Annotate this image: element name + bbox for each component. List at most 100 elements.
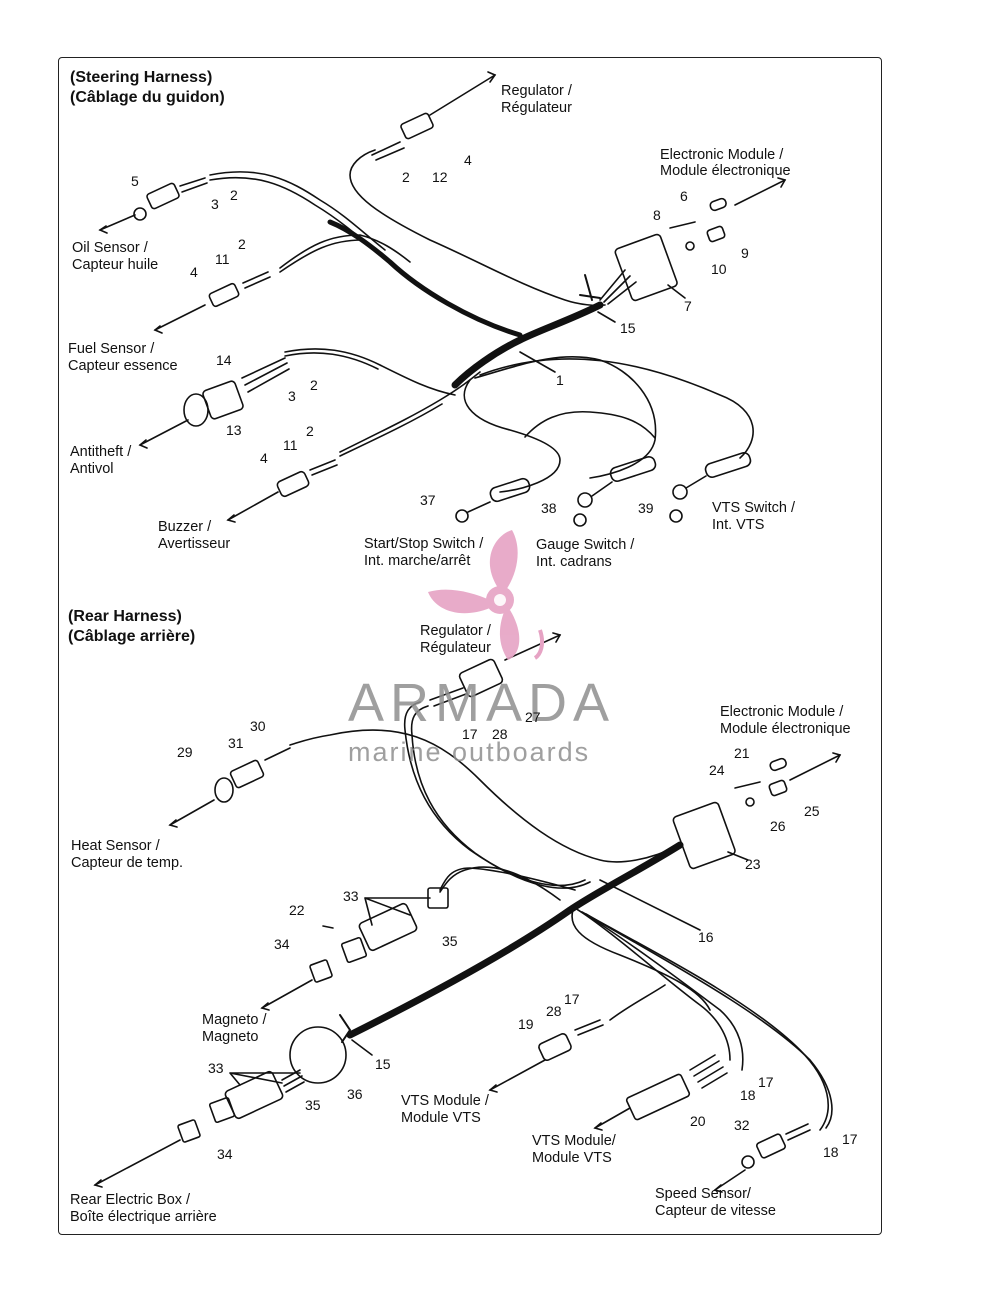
callout-9: 9: [741, 245, 749, 261]
callout-28: 28: [546, 1003, 562, 1019]
callout-21: 21: [734, 745, 750, 761]
callout-36: 36: [347, 1086, 363, 1102]
callout-39: 39: [638, 500, 654, 516]
watermark-brand: ARMADA: [348, 673, 616, 733]
label-vts-switch-en: VTS Switch /: [712, 500, 795, 516]
callout-38: 38: [541, 500, 557, 516]
callout-24: 24: [709, 762, 725, 778]
callout-15: 15: [375, 1056, 391, 1072]
label-em-en: Electronic Module /: [660, 147, 784, 163]
callout-2: 2: [310, 377, 318, 393]
label-start-en: Start/Stop Switch /: [364, 536, 484, 552]
label-vts-module-a-fr: Module VTS: [401, 1110, 481, 1126]
label-box-en: Rear Electric Box /: [70, 1192, 191, 1208]
label-rear-em-fr: Module électronique: [720, 721, 851, 737]
callout-14: 14: [216, 352, 232, 368]
label-speed-fr: Capteur de vitesse: [655, 1203, 776, 1219]
steering-title-fr: (Câblage du guidon): [70, 89, 225, 106]
callout-4: 4: [464, 152, 472, 168]
diagram-frame: [58, 57, 882, 1235]
callout-10: 10: [711, 261, 727, 277]
label-antitheft-en: Antitheft /: [70, 444, 132, 460]
label-rear-regulator-fr: Régulateur: [420, 640, 491, 656]
label-box-fr: Boîte électrique arrière: [70, 1209, 217, 1225]
label-magneto-en: Magneto /: [202, 1012, 267, 1028]
label-gauge-fr: Int. cadrans: [536, 554, 612, 570]
callout-25: 25: [804, 803, 820, 819]
label-em-fr: Module électronique: [660, 163, 791, 179]
label-fuel-en: Fuel Sensor /: [68, 341, 155, 357]
rear-title-fr: (Câblage arrière): [68, 628, 196, 645]
callout-17: 17: [564, 991, 580, 1007]
callout-23: 23: [745, 856, 761, 872]
label-vts-module-a-en: VTS Module /: [401, 1093, 489, 1109]
label-fuel-fr: Capteur essence: [68, 358, 178, 374]
callout-34: 34: [274, 936, 290, 952]
callout-12: 12: [432, 169, 448, 185]
label-start-fr: Int. marche/arrêt: [364, 553, 471, 569]
label-vts-switch-fr: Int. VTS: [712, 517, 765, 533]
callout-31: 31: [228, 735, 244, 751]
label-vts-module-b-fr: Module VTS: [532, 1150, 612, 1166]
callout-28: 28: [492, 726, 508, 742]
label-rear-regulator-en: Regulator /: [420, 623, 491, 639]
steering-title-en: (Steering Harness): [70, 69, 213, 86]
label-magneto-fr: Magneto: [202, 1029, 259, 1045]
label-heat-en: Heat Sensor /: [71, 838, 160, 854]
label-oil-fr: Capteur huile: [72, 257, 159, 273]
label-buzzer-en: Buzzer /: [158, 519, 212, 535]
label-oil-en: Oil Sensor /: [72, 240, 148, 256]
label-antitheft-fr: Antivol: [70, 461, 114, 477]
callout-3: 3: [288, 388, 296, 404]
armada-logo: [428, 530, 545, 660]
steering-bundle-upper: [327, 219, 523, 338]
callout-33: 33: [343, 888, 359, 904]
callout-2: 2: [238, 236, 246, 252]
label-rear-em-en: Electronic Module /: [720, 704, 844, 720]
callout-19: 19: [518, 1016, 534, 1032]
callout-11: 11: [215, 251, 230, 267]
steering-main-bundle: [451, 301, 604, 389]
callout-20: 20: [690, 1113, 706, 1129]
callout-3: 3: [211, 196, 219, 212]
rear-main-bundle: [346, 841, 684, 1039]
callout-16: 16: [698, 929, 714, 945]
callout-1: 1: [556, 372, 564, 388]
label-buzzer-fr: Avertisseur: [158, 536, 231, 552]
callout-30: 30: [250, 718, 266, 734]
callout-35: 35: [305, 1097, 321, 1113]
callout-13: 13: [226, 422, 242, 438]
callout-17: 17: [758, 1074, 774, 1090]
callout-33: 33: [208, 1060, 224, 1076]
callout-5: 5: [131, 173, 139, 189]
callout-35: 35: [442, 933, 458, 949]
callout-7: 7: [684, 298, 692, 314]
watermark-tagline: marine outboards: [348, 737, 591, 767]
callout-26: 26: [770, 818, 786, 834]
callout-4: 4: [260, 450, 268, 466]
callout-18: 18: [740, 1087, 756, 1103]
callout-18: 18: [823, 1144, 839, 1160]
label-vts-module-b-en: VTS Module/: [532, 1133, 616, 1149]
callout-2: 2: [306, 423, 314, 439]
callout-4: 4: [190, 264, 198, 280]
callout-34: 34: [217, 1146, 233, 1162]
callout-6: 6: [680, 188, 688, 204]
label-heat-fr: Capteur de temp.: [71, 855, 184, 871]
label-regulator-en: Regulator /: [501, 83, 572, 99]
callout-8: 8: [653, 207, 661, 223]
callout-27: 27: [525, 709, 541, 725]
label-speed-en: Speed Sensor/: [655, 1186, 751, 1202]
callout-2: 2: [402, 169, 410, 185]
rear-title-en: (Rear Harness): [68, 608, 182, 625]
label-regulator-fr: Régulateur: [501, 100, 572, 116]
callout-37: 37: [420, 492, 436, 508]
callout-29: 29: [177, 744, 193, 760]
callout-17: 17: [842, 1131, 858, 1147]
callout-11: 11: [283, 437, 298, 453]
callout-17: 17: [462, 726, 478, 742]
callout-32: 32: [734, 1117, 750, 1133]
label-gauge-en: Gauge Switch /: [536, 537, 635, 553]
callout-15: 15: [620, 320, 636, 336]
